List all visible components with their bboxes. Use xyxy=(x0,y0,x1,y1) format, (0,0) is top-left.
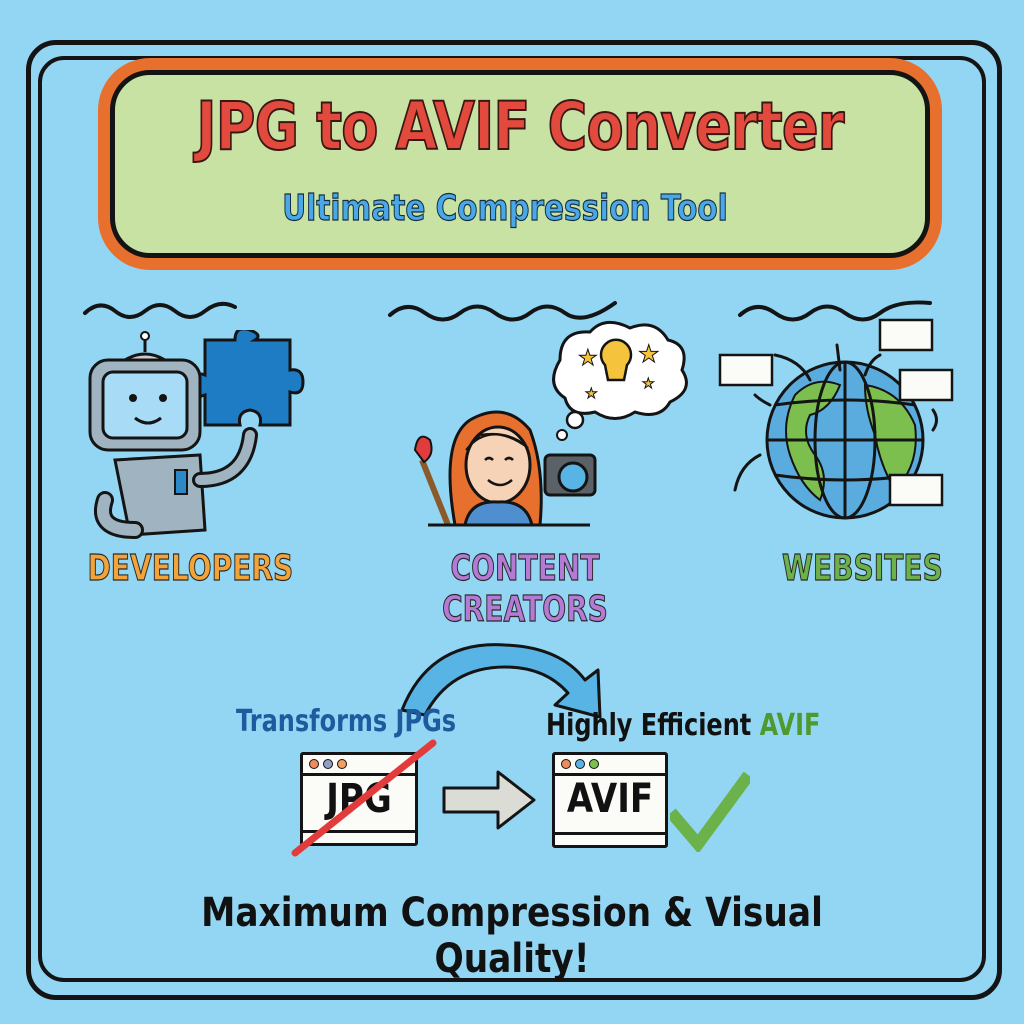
window-titlebar xyxy=(555,755,665,776)
window-dot-icon xyxy=(561,759,571,769)
window-dot-icon xyxy=(323,759,333,769)
audience-label-websites: WEBSITES xyxy=(782,547,944,589)
tagline: Maximum Compression & Visual Quality! xyxy=(201,890,823,982)
checkmark-icon xyxy=(670,772,750,852)
robot-with-puzzle-icon xyxy=(88,330,305,539)
avif-file-window: AVIF xyxy=(552,752,668,848)
svg-text:★: ★ xyxy=(578,345,598,370)
window-dot-icon xyxy=(589,759,599,769)
caption-transforms-jpgs: Transforms JPGs xyxy=(236,704,457,739)
caption-highly-efficient: Highly Efficient AVIF xyxy=(546,708,820,743)
squiggle-divider-icon xyxy=(738,300,932,322)
window-dot-icon xyxy=(575,759,585,769)
window-dot-icon xyxy=(337,759,347,769)
svg-text:★: ★ xyxy=(585,385,598,401)
page-subtitle: Ultimate Compression Tool xyxy=(282,187,729,229)
strikethrough-icon xyxy=(291,739,437,857)
outer-frame xyxy=(26,40,1002,1000)
right-arrow-icon xyxy=(442,770,536,830)
creator-with-camera-icon: ★ ★ ★ ★ xyxy=(413,320,688,527)
audience-label-content-creators: CONTENT CREATORS xyxy=(442,547,609,630)
caption-prefix: Highly Efficient xyxy=(546,708,760,743)
page-title: JPG to AVIF Converter xyxy=(196,87,846,166)
target-format-label: AVIF xyxy=(566,776,654,822)
window-dot-icon xyxy=(309,759,319,769)
title-banner xyxy=(110,70,930,258)
svg-text:★: ★ xyxy=(638,341,660,368)
svg-text:★: ★ xyxy=(642,375,655,391)
caption-avif-highlight: AVIF xyxy=(759,708,821,743)
squiggle-divider-icon xyxy=(83,301,237,319)
inner-frame xyxy=(38,56,986,982)
window-titlebar xyxy=(303,755,415,776)
globe-with-webpages-icon xyxy=(718,318,954,520)
audience-label-developers: DEVELOPERS xyxy=(87,547,294,589)
curved-arrow-icon xyxy=(400,643,602,719)
squiggle-divider-icon xyxy=(388,301,617,322)
